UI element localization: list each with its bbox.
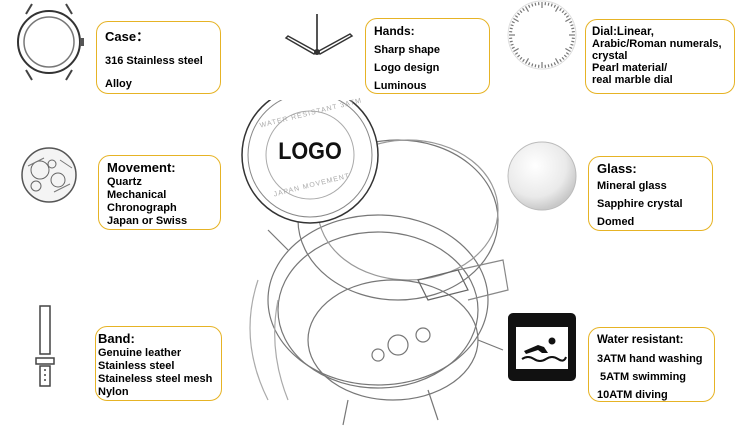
dial-tick <box>513 47 519 53</box>
movement-info-box: Movement: Quartz Mechanical Chronograph … <box>98 155 221 230</box>
dial-tick <box>553 4 556 8</box>
dial-tick <box>514 15 519 18</box>
glass-info-box: Glass: Mineral glass Sapphire crystal Do… <box>588 156 713 231</box>
hands-item: Sharp shape <box>374 44 441 56</box>
dial-tick <box>554 58 560 64</box>
dial-tick <box>528 4 531 8</box>
dial-tick <box>534 64 537 68</box>
dial-tick <box>550 3 553 7</box>
movement-item: Quartz <box>107 176 142 188</box>
dial-tick <box>531 63 534 67</box>
water-item: 3ATM hand washing <box>597 353 703 365</box>
glass-item: Sapphire crystal <box>597 198 683 210</box>
dial-tick <box>563 54 567 58</box>
dial-tick <box>510 24 514 27</box>
hands-item: Luminous <box>374 80 427 92</box>
watch-case-icon <box>17 3 84 81</box>
dial-tick <box>565 15 570 18</box>
water-title: Water resistant: <box>597 334 684 346</box>
dial-item: Arabic/Roman numerals, <box>592 38 722 50</box>
watch-band-icon <box>35 305 55 387</box>
watch-hands-icon <box>284 14 354 55</box>
dial-tick <box>547 2 550 6</box>
dial-title: Dial:Linear, <box>592 26 654 38</box>
movement-item: Chronograph <box>107 202 177 214</box>
glass-item: Mineral glass <box>597 180 667 192</box>
watch-exploded-sketch <box>241 100 509 426</box>
dial-tick <box>570 43 574 46</box>
case-info-box: Case： 316 Stainless steel Alloy <box>96 21 221 94</box>
band-item: Stainless steel <box>98 360 175 372</box>
band-item: Genuine leather <box>98 347 182 359</box>
dial-tick <box>519 10 523 14</box>
dial-tick <box>510 43 514 46</box>
dial-tick <box>524 58 530 64</box>
dial-tick <box>565 17 571 23</box>
case-item: Alloy <box>105 78 132 90</box>
caseback-logo: LOGO <box>278 138 342 165</box>
water-info-box: Water resistant: 3ATM hand washing 5ATM … <box>588 327 715 402</box>
case-title: Case： <box>105 29 150 44</box>
watch-dial-icon <box>507 0 577 70</box>
dial-tick <box>570 24 574 27</box>
dial-item: real marble dial <box>592 74 673 86</box>
dial-tick <box>531 3 534 7</box>
dial-tick <box>522 7 525 12</box>
dial-tick <box>524 6 530 12</box>
dial-tick <box>509 40 513 43</box>
movement-title: Movement: <box>107 160 176 175</box>
case-item: 316 Stainless steel <box>105 55 203 67</box>
dial-tick <box>517 12 521 16</box>
hands-info-box: Hands: Sharp shape Logo design Luminous <box>365 18 490 94</box>
glass-dome-icon <box>507 141 577 211</box>
dial-tick <box>534 2 537 6</box>
dial-tick <box>509 27 513 30</box>
dial-tick <box>517 54 521 58</box>
glass-item: Domed <box>597 216 635 228</box>
dial-tick <box>522 58 525 63</box>
dial-tick <box>547 64 550 68</box>
dial-tick <box>559 7 562 12</box>
water-item: 10ATM diving <box>597 389 668 401</box>
dial-item: Pearl material/ <box>592 62 668 74</box>
glass-title: Glass: <box>597 161 637 176</box>
dial-tick <box>511 46 515 49</box>
band-info-box: Band: Genuine leather Stainless steel St… <box>95 326 222 401</box>
dial-tick <box>513 17 519 23</box>
band-item: Nylon <box>98 386 129 398</box>
dial-tick <box>554 6 560 12</box>
movement-item: Japan or Swiss <box>107 215 188 227</box>
dial-tick <box>571 27 575 30</box>
dial-tick <box>569 46 573 49</box>
dial-info-box: Dial:Linear, Arabic/Roman numerals, crys… <box>585 19 735 94</box>
dial-tick <box>559 58 562 63</box>
dial-tick <box>561 10 565 14</box>
dial-tick <box>553 62 556 66</box>
water-item: 5ATM swimming <box>597 371 687 383</box>
watch-movement-icon <box>21 147 77 203</box>
dial-tick <box>511 21 515 24</box>
dial-tick <box>550 63 553 67</box>
dial-tick <box>569 21 573 24</box>
dial-tick <box>561 56 565 60</box>
dial-tick <box>563 12 567 16</box>
dial-tick <box>571 40 575 43</box>
hands-title: Hands: <box>374 24 415 38</box>
dial-item: crystal <box>592 50 628 62</box>
dial-tick <box>528 62 531 66</box>
dial-tick <box>565 52 570 55</box>
band-item: Staineless steel mesh <box>98 373 213 385</box>
movement-item: Mechanical <box>107 189 167 201</box>
dial-tick <box>514 52 519 55</box>
hands-item: Logo design <box>374 62 440 74</box>
swimmer-icon <box>508 313 576 381</box>
dial-tick <box>565 47 571 53</box>
dial-tick <box>519 56 523 60</box>
band-title: Band: <box>98 331 135 346</box>
